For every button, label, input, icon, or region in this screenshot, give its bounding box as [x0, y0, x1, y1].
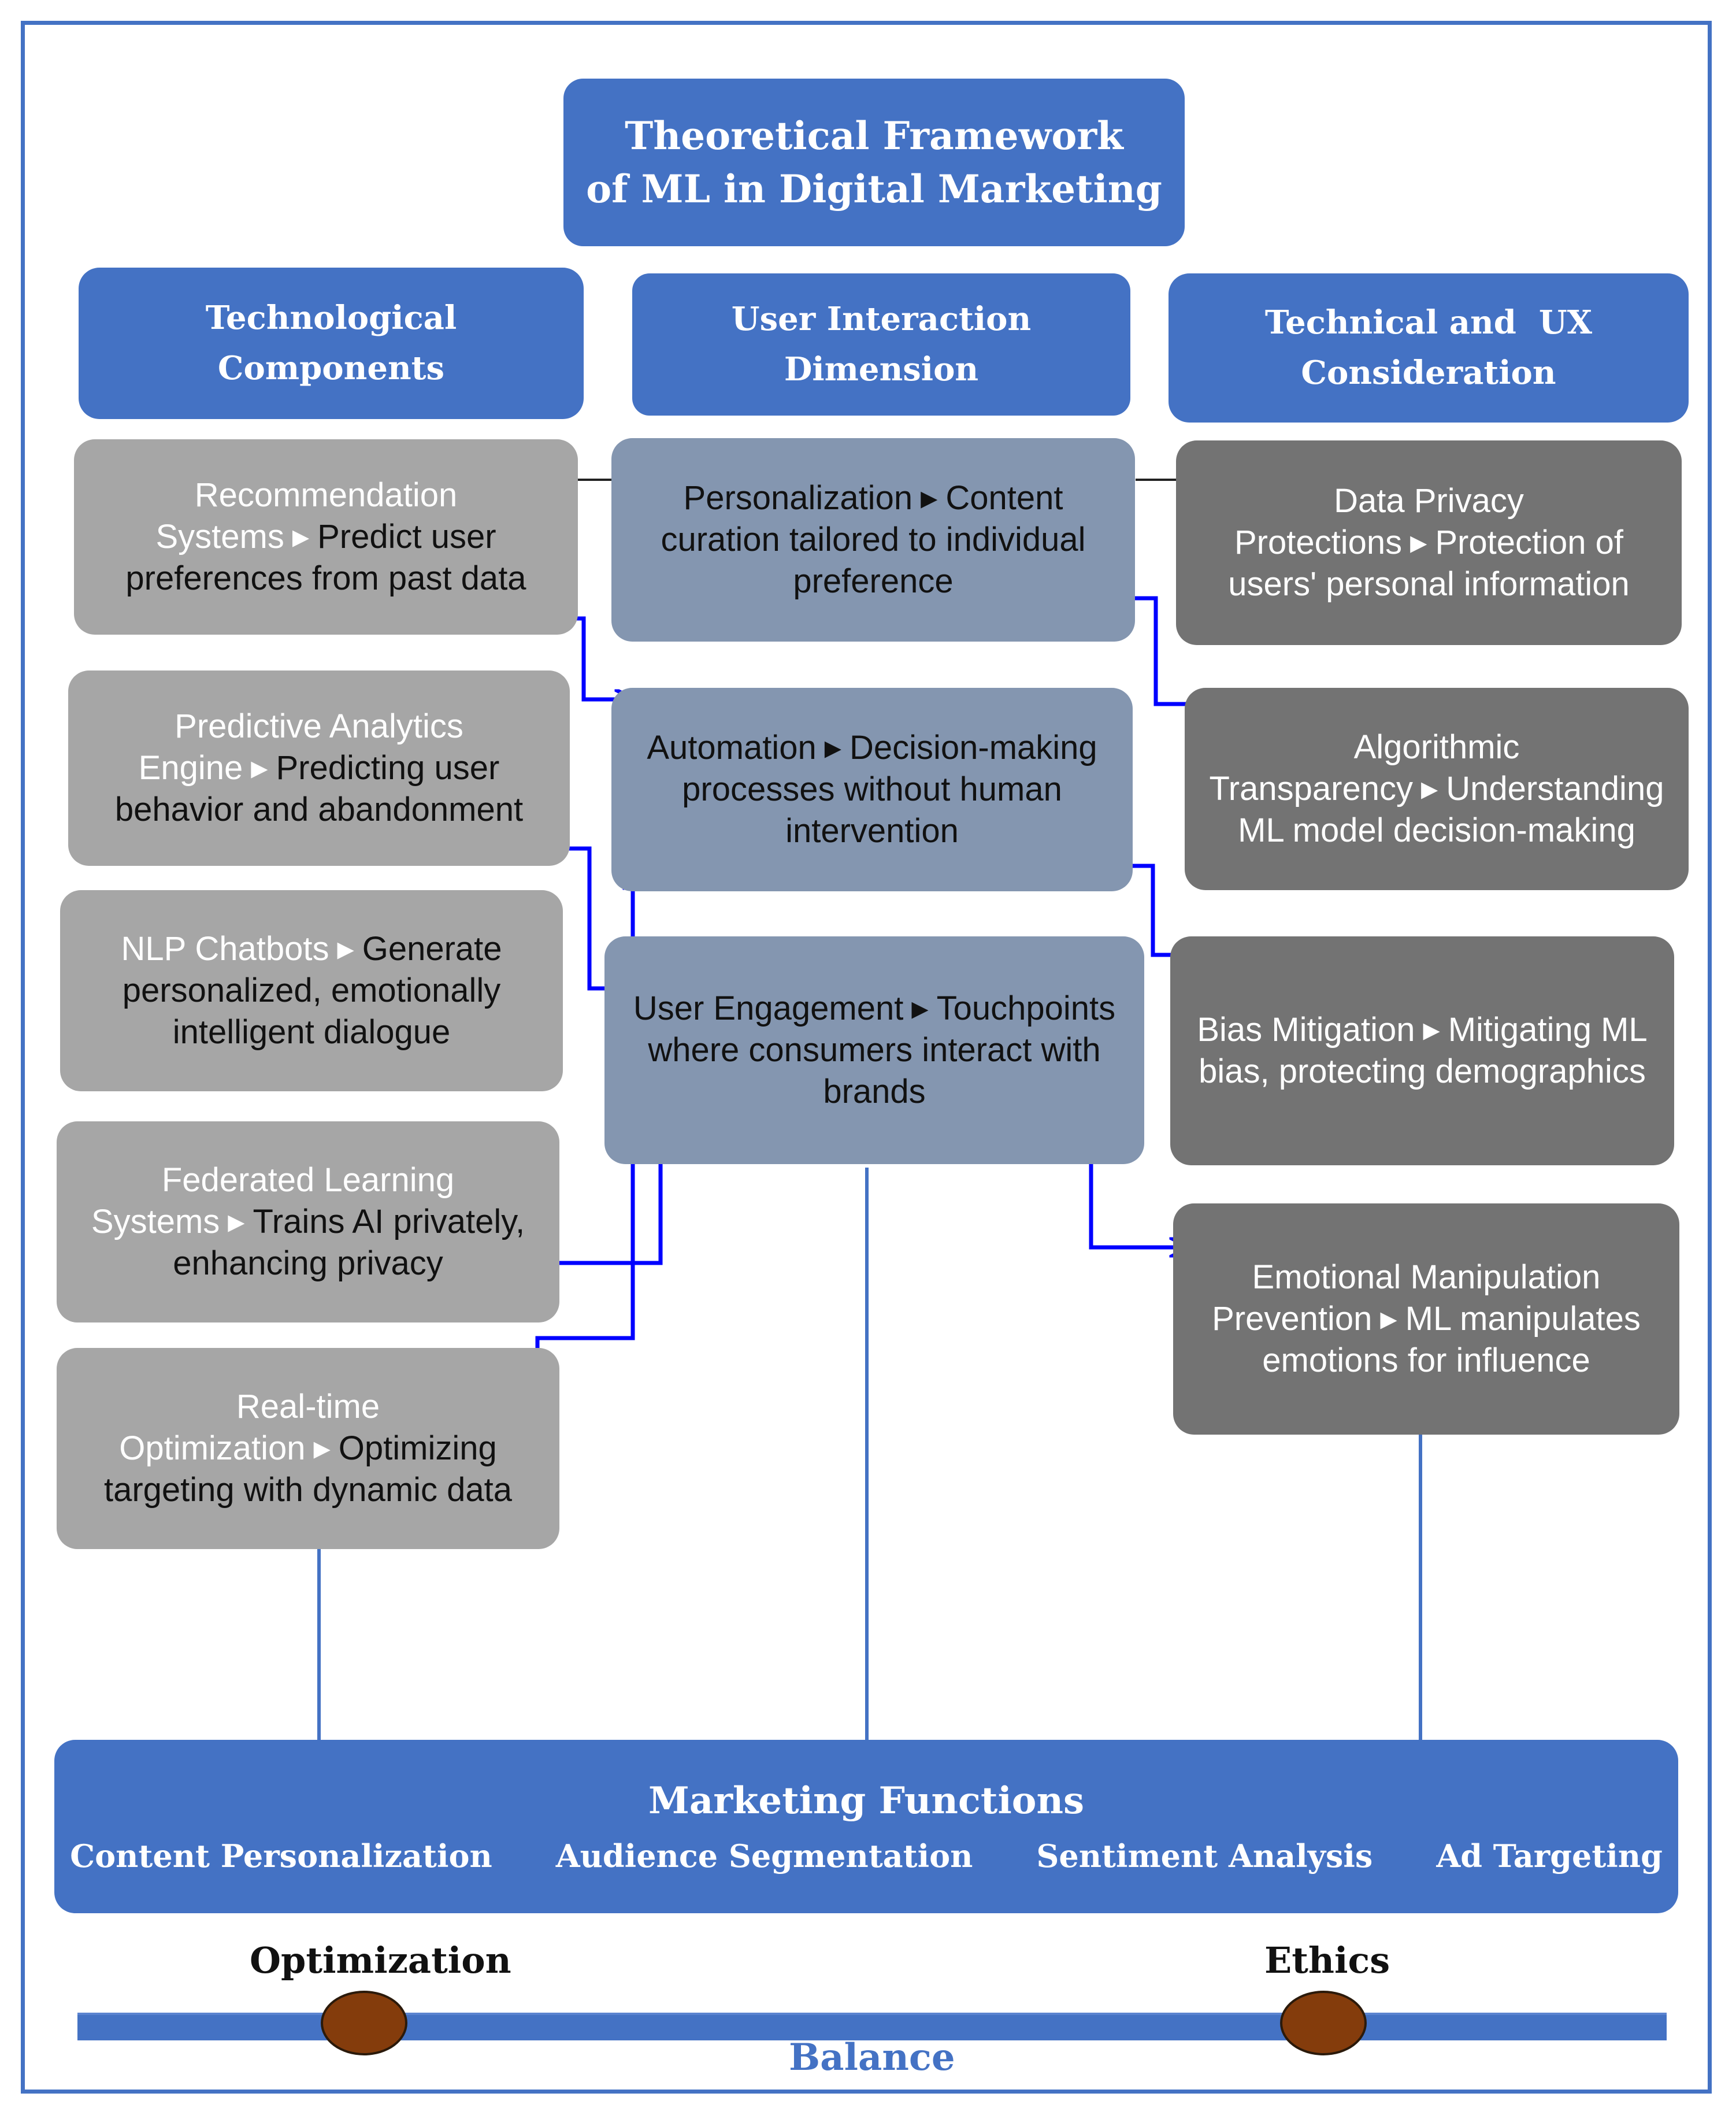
- triangle-icon: ▶: [228, 1210, 245, 1235]
- card-personalization: Personalization ▶Content curation tailore…: [611, 438, 1135, 642]
- marketing-functions-list: Content Personalization Audience Segment…: [70, 1838, 1663, 1874]
- card-description: Decision-making processes without human …: [682, 729, 1097, 850]
- ux-header-line-2: Consideration: [1301, 354, 1556, 392]
- card-automation: Automation ▶Decision-making processes wit…: [611, 688, 1133, 891]
- ux-header: Technical and UX Consideration: [1169, 273, 1689, 423]
- ethics-knob: [1280, 1991, 1367, 2055]
- triangle-icon: ▶: [337, 938, 354, 962]
- triangle-icon: ▶: [824, 736, 841, 761]
- card-title: Bias Mitigation: [1197, 1011, 1415, 1049]
- card-description: ML manipulates emotions for influence: [1262, 1300, 1641, 1379]
- card-title: NLP Chatbots: [121, 930, 329, 968]
- marketing-item-sentiment-analysis: Sentiment Analysis: [1036, 1837, 1373, 1874]
- user-header: User Interaction Dimension: [632, 273, 1130, 416]
- tech-header-label: Technological Components: [205, 299, 457, 387]
- card-description: Mitigating ML bias, protecting demograph…: [1199, 1011, 1648, 1090]
- card-title: Real-time Optimization: [119, 1388, 380, 1468]
- card-title: Personalization: [683, 479, 913, 517]
- card-description: Generate personalized, emotionally intel…: [122, 930, 502, 1051]
- card-description: Touchpoints where consumers interact wit…: [648, 990, 1116, 1110]
- user-header-label: User Interaction Dimension: [731, 300, 1032, 388]
- card-description: Trains AI privately, enhancing privacy: [173, 1203, 525, 1282]
- card-bias-mitigation: Bias Mitigation ▶Mitigating ML bias, prot…: [1170, 936, 1674, 1165]
- outer-frame: [21, 21, 1712, 2094]
- card-recommendation-systems: Recommendation Systems▶Predict user pref…: [74, 439, 578, 635]
- triangle-icon: ▶: [1420, 777, 1438, 802]
- card-title: Algorithmic Transparency: [1209, 728, 1520, 808]
- card-title: Emotional Manipulation Prevention: [1212, 1258, 1601, 1338]
- card-description: Content curation tailored to individual …: [661, 479, 1086, 600]
- card-data-privacy: Data Privacy Protections▶Protection of u…: [1176, 440, 1682, 645]
- card-title: Recommendation Systems: [155, 476, 458, 556]
- optimization-label: Optimization: [250, 1939, 511, 1981]
- card-description: Protection of users' personal informatio…: [1228, 524, 1630, 603]
- card-title: Data Privacy Protections: [1234, 482, 1524, 562]
- balance-label: Balance: [789, 2036, 955, 2079]
- triangle-icon: ▶: [921, 487, 938, 512]
- card-title: User Engagement: [633, 990, 904, 1028]
- ux-header-line-1: Technical and UX: [1264, 303, 1593, 342]
- card-description: Understanding ML model decision-making: [1238, 770, 1664, 849]
- optimization-knob: [321, 1991, 407, 2055]
- card-algorithmic-transparency: Algorithmic Transparency▶Understanding M…: [1185, 688, 1689, 890]
- marketing-item-content-personalization: Content Personalization: [70, 1837, 492, 1874]
- card-title: Predictive Analytics Engine: [138, 707, 463, 787]
- card-title: Federated Learning Systems: [91, 1161, 455, 1241]
- framework-title-line-2: of ML in Digital Marketing: [586, 166, 1162, 212]
- marketing-functions-title: Marketing Functions: [648, 1779, 1084, 1822]
- triangle-icon: ▶: [1410, 531, 1427, 556]
- card-description: Predict user preferences from past data: [125, 518, 526, 597]
- triangle-icon: ▶: [1380, 1307, 1397, 1332]
- card-description: Predicting user behavior and abandonment: [114, 749, 524, 828]
- card-user-engagement: User Engagement ▶Touchpoints where consum…: [604, 936, 1144, 1164]
- framework-title-box: Theoretical Framework of ML in Digital M…: [563, 79, 1185, 246]
- triangle-icon: ▶: [1423, 1018, 1440, 1043]
- tech-header: Technological Components: [79, 268, 584, 419]
- card-realtime-optimization: Real-time Optimization▶Optimizing target…: [57, 1348, 559, 1549]
- triangle-icon: ▶: [292, 525, 310, 550]
- marketing-functions-box: Marketing Functions Content Personalizat…: [54, 1740, 1678, 1913]
- marketing-item-audience-segmentation: Audience Segmentation: [555, 1837, 973, 1874]
- ethics-label: Ethics: [1264, 1939, 1390, 1981]
- triangle-icon: ▶: [313, 1437, 331, 1462]
- marketing-item-ad-targeting: Ad Targeting: [1436, 1837, 1663, 1874]
- triangle-icon: ▶: [251, 757, 268, 781]
- card-federated-learning: Federated Learning Systems▶Trains AI pri…: [57, 1121, 559, 1322]
- framework-title-line-1: Theoretical Framework: [625, 113, 1123, 158]
- card-nlp-chatbots: NLP Chatbots ▶Generate personalized, emot…: [60, 890, 563, 1091]
- card-predictive-analytics: Predictive Analytics Engine▶Predicting u…: [68, 670, 570, 866]
- card-title: Automation: [647, 729, 817, 767]
- triangle-icon: ▶: [911, 997, 929, 1022]
- card-description: Optimizing targeting with dynamic data: [103, 1429, 513, 1509]
- card-emotional-manipulation: Emotional Manipulation Prevention▶ML man…: [1173, 1203, 1679, 1435]
